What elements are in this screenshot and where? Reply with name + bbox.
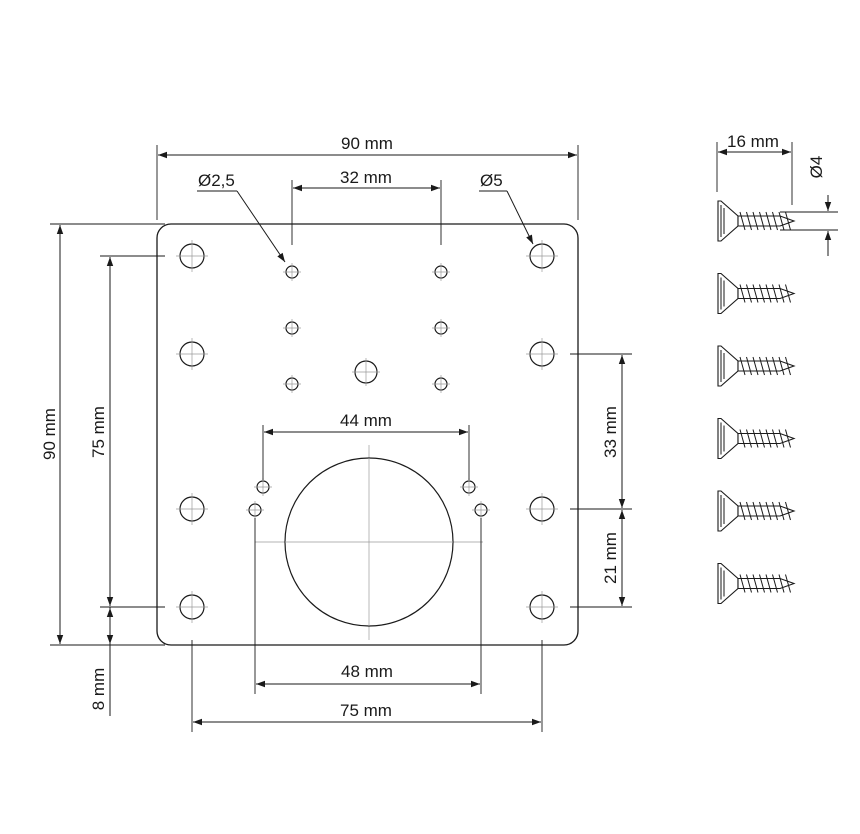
wood-screw xyxy=(717,345,796,387)
wood-screw xyxy=(717,200,796,242)
large-hole-crosses xyxy=(176,240,558,623)
large-hole-diameter-label: Ø5 xyxy=(480,171,503,190)
plate-width-label: 90 mm xyxy=(341,134,393,153)
right-lower-spacing-label: 21 mm xyxy=(601,532,620,584)
dimension-lines xyxy=(50,142,838,732)
screw-diameter-label: Ø4 xyxy=(807,156,826,179)
screw-length-label: 16 mm xyxy=(727,132,779,151)
edge-offset-label: 8 mm xyxy=(89,668,108,711)
small-hole-diameter-label: Ø2,5 xyxy=(198,171,235,190)
small-hole-crosses xyxy=(246,263,490,519)
pair-spacing-lower-label: 48 mm xyxy=(341,662,393,681)
screws-group xyxy=(717,200,796,605)
small-hole-spacing-label: 32 mm xyxy=(340,168,392,187)
horizontal-spacing-label: 75 mm xyxy=(340,701,392,720)
wood-screw xyxy=(717,272,796,315)
pair-spacing-upper-label: 44 mm xyxy=(340,411,392,430)
plate-height-label: 90 mm xyxy=(40,408,59,460)
mounting-plate xyxy=(156,223,579,646)
central-hole-cross xyxy=(285,458,453,626)
wood-screw xyxy=(717,562,796,605)
wood-screw xyxy=(717,417,796,460)
vertical-spacing-label: 75 mm xyxy=(89,406,108,458)
dimension-labels: 90 mm 32 mm Ø2,5 Ø5 44 mm 48 mm 75 mm 90… xyxy=(40,132,826,720)
wood-screw xyxy=(717,490,796,532)
right-upper-spacing-label: 33 mm xyxy=(601,406,620,458)
